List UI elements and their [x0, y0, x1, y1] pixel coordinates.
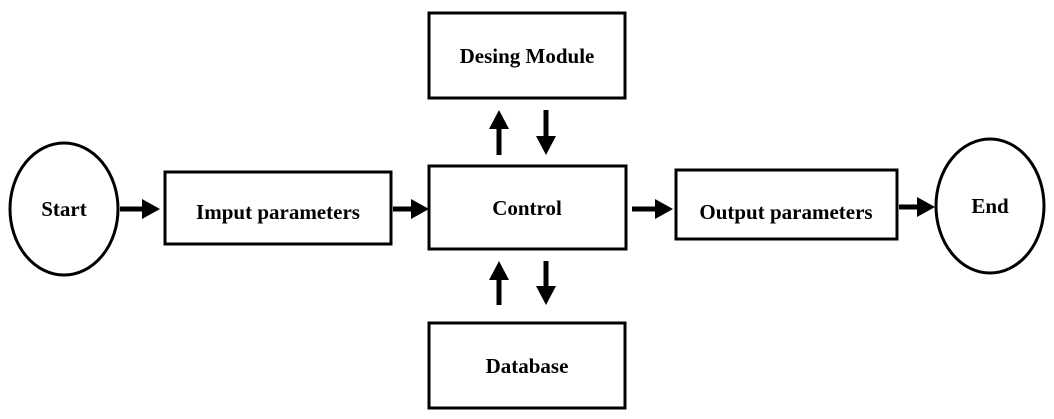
arrow-design-to-control-down	[536, 110, 556, 155]
design-module-node: Desing Module	[427, 11, 627, 100]
control-node: Control	[427, 164, 628, 251]
arrow-output-to-end	[899, 197, 935, 217]
input-parameters-node: Imput parameters	[163, 170, 393, 246]
arrow-input-to-control	[393, 199, 429, 219]
arrow-start-to-input	[120, 199, 160, 219]
end-label: End	[971, 194, 1009, 218]
database-label: Database	[486, 354, 569, 378]
output-parameters-label: Output parameters	[699, 200, 872, 224]
arrow-control-to-output	[632, 199, 673, 219]
start-node: Start	[8, 141, 120, 277]
end-node: End	[934, 137, 1046, 275]
arrow-control-to-database-down	[536, 261, 556, 305]
arrow-control-to-design-up	[489, 110, 509, 155]
database-node: Database	[427, 321, 627, 410]
start-label: Start	[41, 197, 87, 221]
input-parameters-label: Imput parameters	[196, 200, 360, 224]
control-label: Control	[492, 196, 562, 220]
arrow-database-to-control-up	[489, 261, 509, 305]
output-parameters-node: Output parameters	[674, 168, 899, 241]
design-module-label: Desing Module	[460, 44, 595, 68]
